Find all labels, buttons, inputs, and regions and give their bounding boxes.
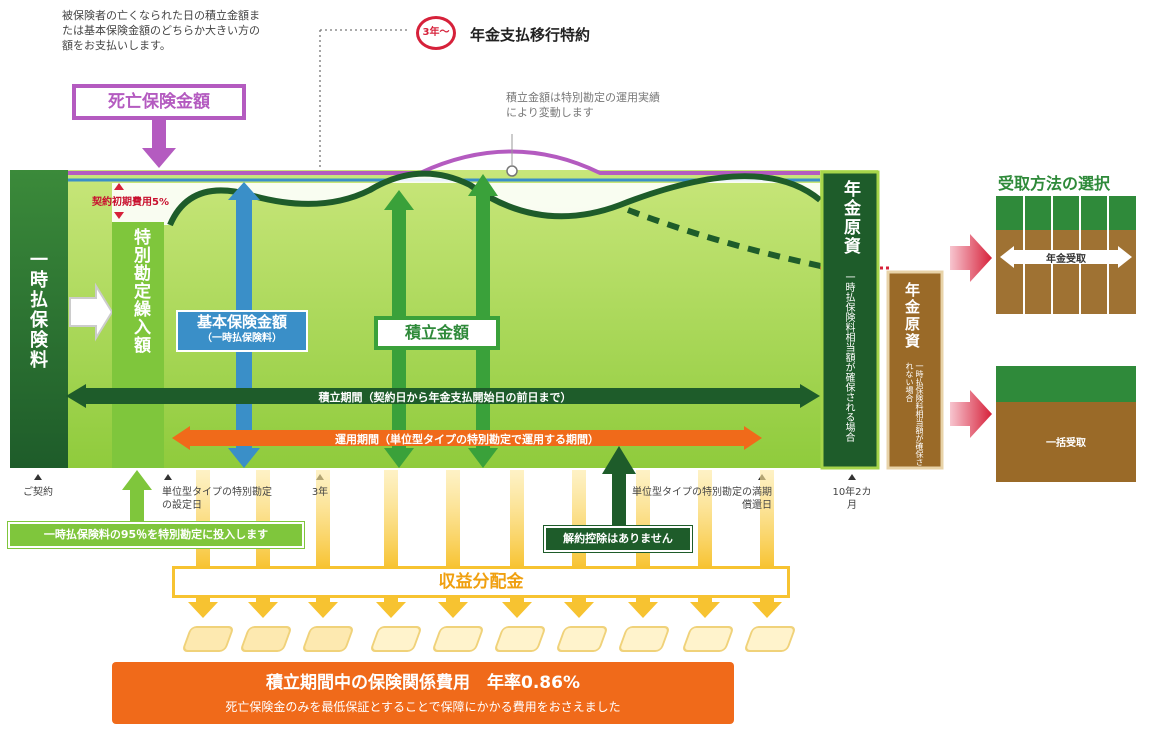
basic-insurance-label: 基本保険金額 bbox=[196, 313, 287, 331]
no-surrender-label: 解約控除はありません bbox=[563, 532, 673, 545]
invest-arrow-head bbox=[122, 470, 152, 490]
accum-arrow1-top bbox=[384, 190, 414, 210]
lump-sum-block-bottom bbox=[996, 402, 1136, 482]
lump-sum-block-top bbox=[996, 366, 1136, 402]
lump-premium-label: 一時払保険料 bbox=[27, 250, 48, 370]
annuity-block-bottom bbox=[996, 230, 1136, 314]
accumulation-decline-dashed bbox=[626, 207, 831, 271]
death-arrow-head bbox=[142, 148, 176, 168]
accum-arrow2-bottom bbox=[468, 448, 498, 468]
pension-transition-label: 年金支払移行特約 bbox=[470, 26, 591, 44]
lump-sum-payout-label: 一括受取 bbox=[1046, 438, 1086, 449]
surrender-arrow-shaft bbox=[612, 470, 626, 526]
timeline-year3: 3年 bbox=[311, 487, 329, 498]
no-surrender-box: 解約控除はありません bbox=[544, 526, 692, 552]
annuity-payout-label: 年金受取 bbox=[1046, 254, 1086, 265]
operation-period-label: 運用期間（単位型タイプの特別勘定で運用する期間） bbox=[335, 433, 599, 446]
basic-insurance-arrow-bottom bbox=[228, 448, 260, 468]
invest-note-label: 一時払保険料の95％を特別勘定に投入します bbox=[43, 528, 269, 541]
lump-premium-block bbox=[10, 170, 68, 468]
special-account-column bbox=[112, 222, 164, 468]
accumulation-period-label: 積立期間（契約日から年金支払開始日の前日まで） bbox=[318, 391, 572, 404]
initial-cost-arrow-up bbox=[114, 183, 124, 190]
basic-insurance-sub: （一時払保険料） bbox=[202, 333, 282, 344]
timeline-maturity-date: 単位型タイプの特別勘定の満期償還日 bbox=[632, 487, 772, 511]
death-benefit-note: 被保険者の亡くなられた日の積立金額または基本保険金額のどちらか大きい方の額をお支… bbox=[62, 9, 260, 52]
death-amount-box: 死亡保険金額 bbox=[72, 84, 246, 120]
peak-marker bbox=[506, 165, 518, 177]
accumulation-variance-note: 積立金額は特別勘定の運用実績により変動します bbox=[506, 91, 660, 119]
accumulated-amount-box: 積立金額 bbox=[374, 316, 500, 350]
timeline-setup-date: 単位型タイプの特別勘定の設定日 bbox=[162, 487, 272, 511]
annuity-label-arrow bbox=[1000, 246, 1132, 268]
pension-fund-title: 年金原資 bbox=[840, 180, 860, 256]
basic-insurance-arrow-top bbox=[228, 182, 260, 200]
death-benefit-line bbox=[66, 149, 820, 175]
operation-period-arrow bbox=[172, 426, 762, 450]
annuity-choice-arrow bbox=[950, 234, 992, 282]
profit-distribution-label: 収益分配金 bbox=[438, 572, 524, 592]
timeline-end: 10年2カ月 bbox=[832, 487, 872, 511]
fee-box: 積立期間中の保険関係費用 年率0.86% 死亡保険金のみを最低保証とすることで保… bbox=[112, 662, 734, 724]
payout-selection-title: 受取方法の選択 bbox=[998, 174, 1111, 193]
distribution-arrows-lower bbox=[188, 596, 782, 618]
accumulation-period-arrow bbox=[66, 384, 820, 408]
basic-insurance-box: 基本保険金額 （一時払保険料） bbox=[176, 310, 308, 352]
premium-transfer-arrow bbox=[69, 282, 114, 342]
death-amount-label: 死亡保険金額 bbox=[108, 92, 210, 112]
profit-distribution-bar: 収益分配金 bbox=[172, 566, 790, 598]
pension-fund-brown-title: 年金原資 bbox=[903, 282, 921, 350]
pension-fund-not-guaranteed-note: 一時払保険料相当額が確保されない場合 bbox=[905, 362, 924, 466]
field-top-cutout bbox=[112, 173, 820, 225]
accum-arrow1-bottom bbox=[384, 448, 414, 468]
surrender-arrow-head bbox=[602, 446, 636, 474]
special-account-label: 特別勘定繰入額 bbox=[130, 228, 150, 354]
lump-sum-choice-arrow bbox=[950, 390, 992, 438]
accum-arrow2-top bbox=[468, 174, 498, 196]
annuity-block-top bbox=[996, 196, 1136, 230]
invest-note-box: 一時払保険料の95％を特別勘定に投入します bbox=[8, 522, 304, 548]
pension-fund-block bbox=[820, 170, 880, 470]
timeline-ticks bbox=[34, 474, 856, 480]
pension-fund-brown-block bbox=[886, 270, 944, 470]
distribution-arrows-upper bbox=[196, 470, 774, 568]
initial-cost-label: 契約初期費用5% bbox=[92, 197, 169, 208]
accumulated-amount-label: 積立金額 bbox=[404, 323, 469, 342]
pension-transition-badge-text: 3年〜 bbox=[422, 27, 450, 38]
pension-fund-guaranteed-note: 一時払保険料相当額が確保される場合 bbox=[843, 272, 854, 442]
fee-box-title: 積立期間中の保険関係費用 年率0.86% bbox=[266, 673, 580, 693]
fee-box-sub: 死亡保険金のみを最低保証とすることで保障にかかる費用をおさえました bbox=[225, 700, 621, 714]
timeline-contract: ご契約 bbox=[23, 487, 53, 498]
initial-cost-arrow-down bbox=[114, 212, 124, 219]
death-arrow-shaft bbox=[152, 120, 166, 150]
pension-transition-badge: 3年〜 bbox=[416, 16, 456, 50]
invest-arrow-shaft bbox=[130, 488, 144, 522]
